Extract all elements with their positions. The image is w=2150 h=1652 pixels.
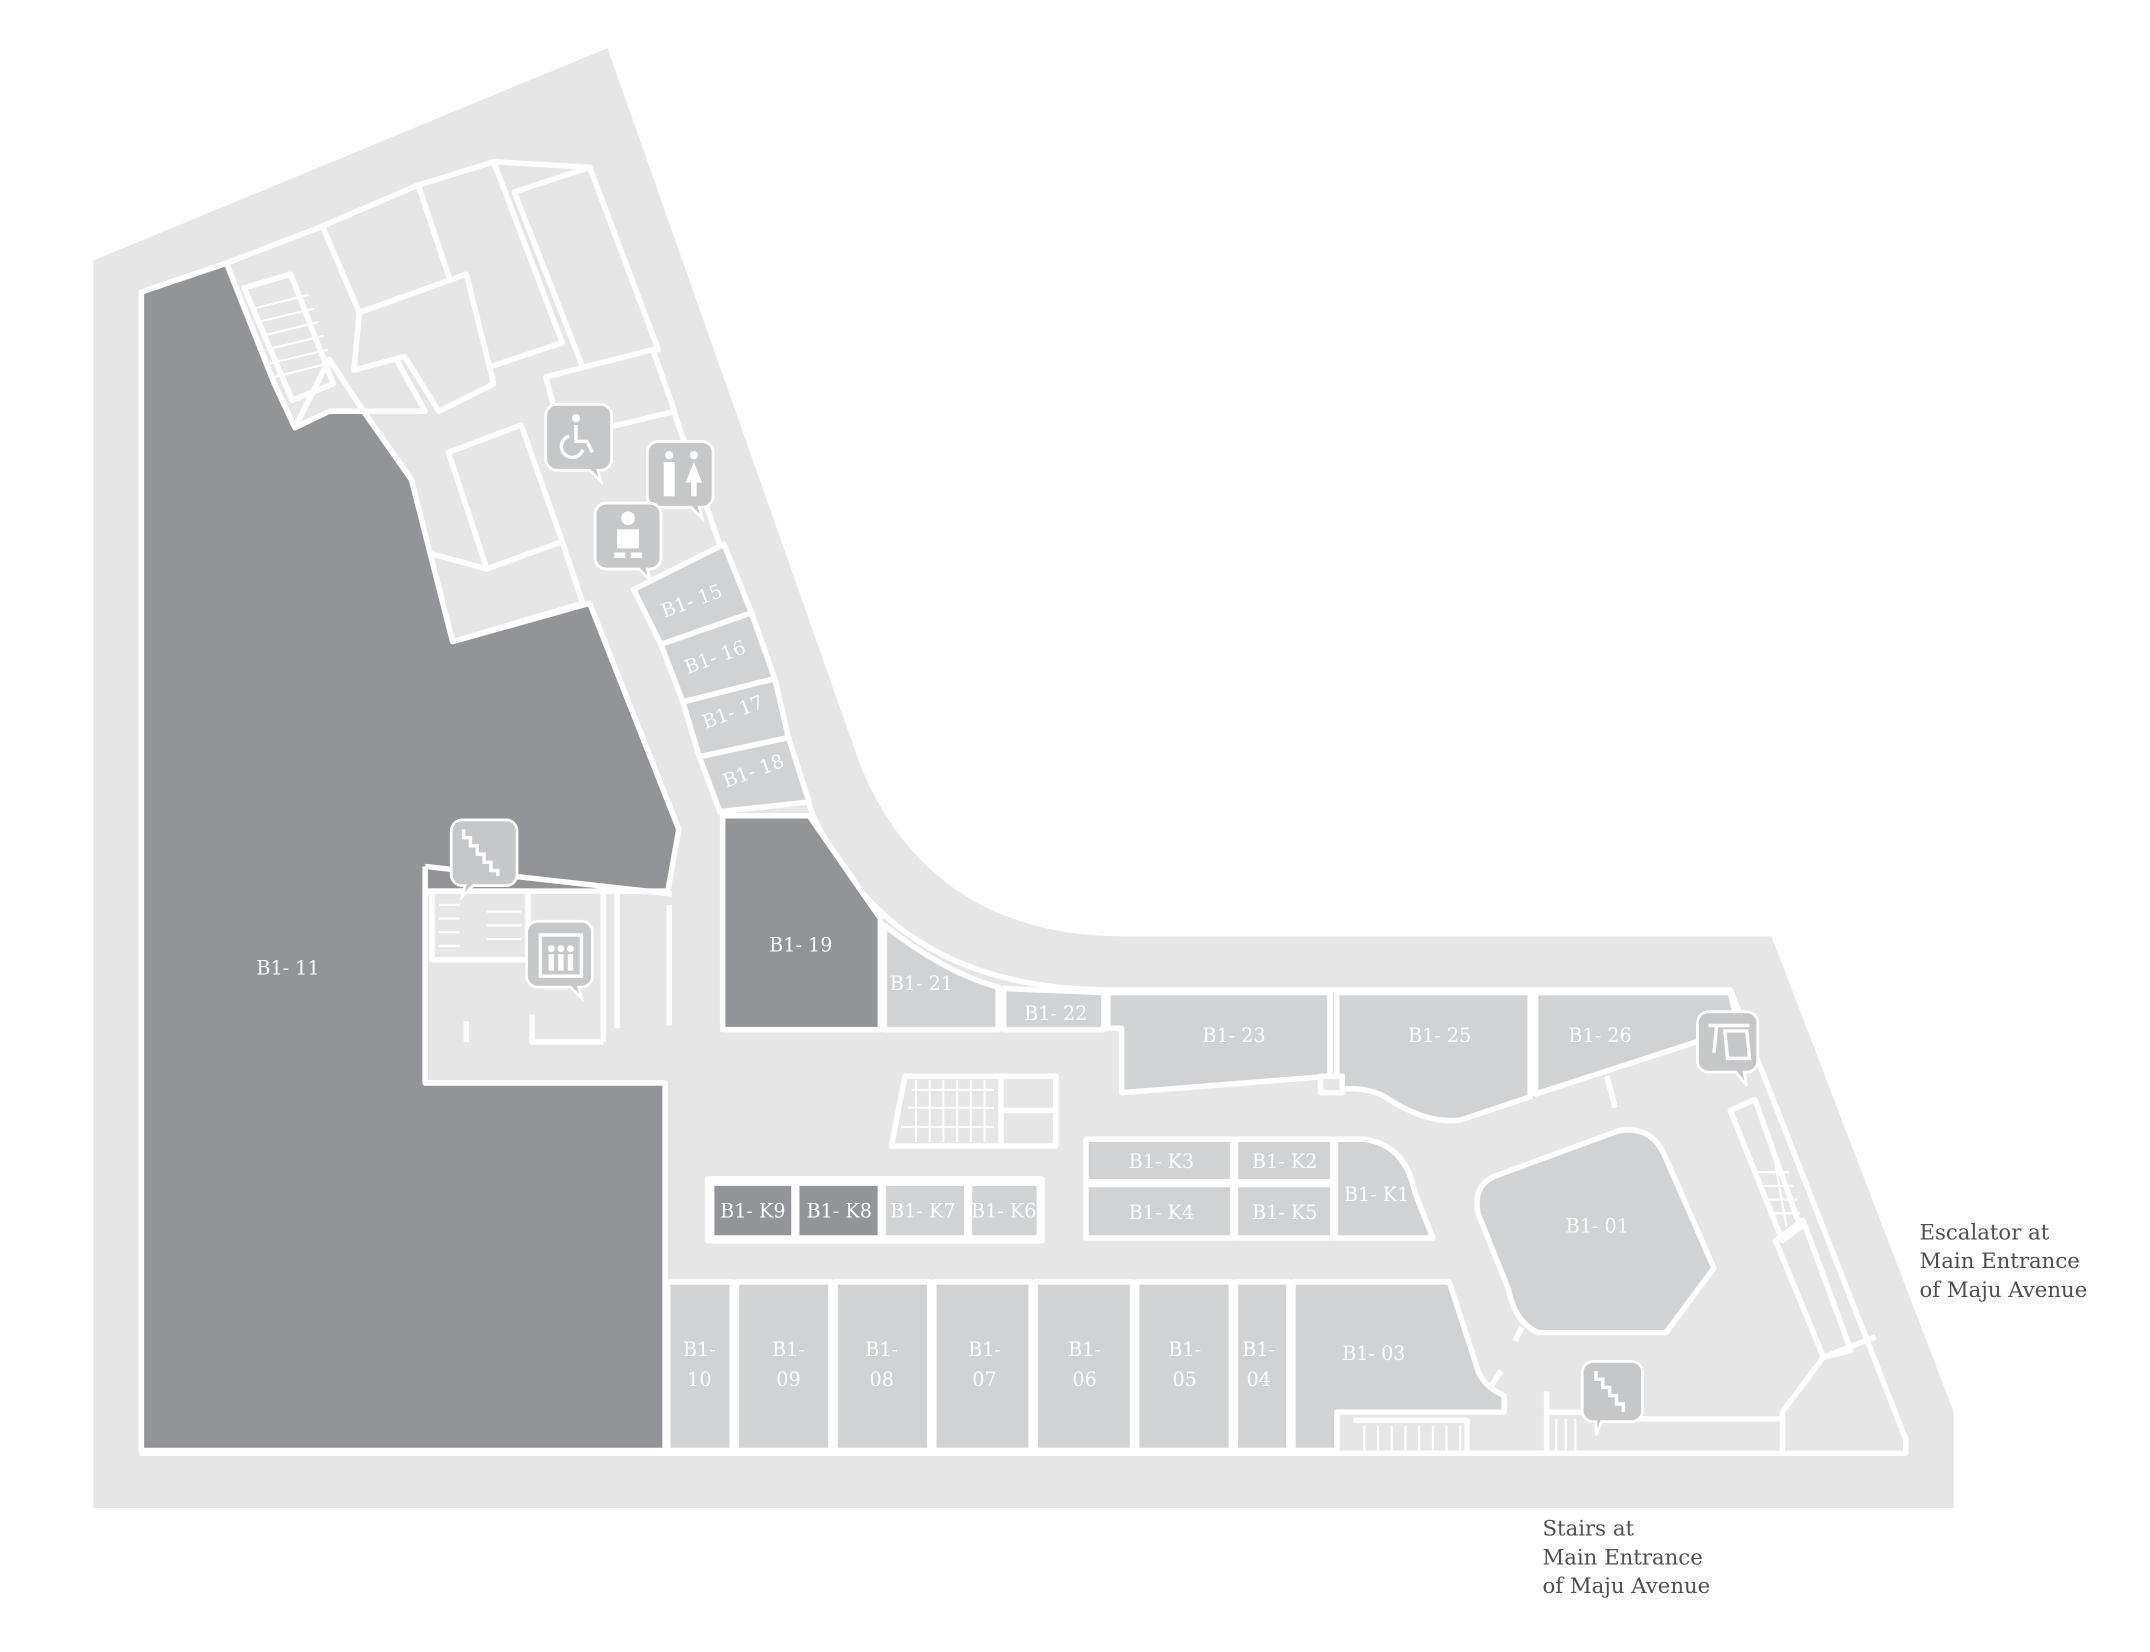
unit-label: 09: [776, 1368, 800, 1391]
unit-b1-09[interactable]: [733, 1279, 834, 1454]
stairs-note: Stairs at Main Entrance of Maju Avenue: [1542, 1516, 1710, 1599]
unit-label: B1- 22: [1024, 1002, 1087, 1025]
unit-label: B1-: [772, 1338, 805, 1361]
unit-b1-04[interactable]: [1232, 1279, 1292, 1454]
unit-b1-05[interactable]: [1133, 1279, 1235, 1454]
unit-label: B1- 25: [1408, 1024, 1471, 1047]
unit-label: B1- 01: [1566, 1214, 1629, 1237]
unit-b1-03[interactable]: [1290, 1279, 1507, 1454]
unit-label: B1-: [865, 1338, 898, 1361]
unit-b1-11[interactable]: [138, 260, 682, 1454]
lift-icon[interactable]: [525, 919, 594, 1003]
unit-label: B1-: [1242, 1338, 1275, 1361]
column: [1317, 1073, 1346, 1096]
unit-label: B1- K8: [806, 1199, 871, 1222]
kiosk-b1-k9[interactable]: [708, 1180, 797, 1241]
unit-label: 06: [1072, 1368, 1096, 1391]
unit-b1-01[interactable]: [1474, 1127, 1717, 1336]
note-line: of Maju Avenue: [1920, 1278, 2088, 1303]
wheelchair-icon[interactable]: [544, 403, 613, 486]
kiosk-b1-k6[interactable]: [966, 1180, 1043, 1241]
atm-icon[interactable]: [1696, 1010, 1760, 1087]
restroom-icon[interactable]: [645, 440, 715, 523]
unit-b1-19[interactable]: [719, 812, 884, 1033]
unit-label: B1- 26: [1568, 1024, 1631, 1047]
unit-b1-10[interactable]: [665, 1279, 736, 1454]
unit-label: B1- 19: [769, 933, 832, 956]
unit-b1-08[interactable]: [832, 1279, 933, 1454]
unit-label: B1-: [683, 1338, 716, 1361]
unit-label: B1-: [1168, 1338, 1201, 1361]
unit-label: B1- 03: [1342, 1342, 1405, 1365]
unit-label: B1-: [968, 1338, 1001, 1361]
unit-label: 07: [972, 1368, 996, 1391]
unit-label: 10: [687, 1368, 711, 1391]
note-line: Stairs at: [1542, 1516, 1634, 1541]
unit-label: B1- 11: [256, 957, 319, 980]
unit-label: B1- K7: [890, 1199, 955, 1222]
note-line: Escalator at: [1920, 1220, 2050, 1245]
note-line: Main Entrance: [1920, 1249, 2080, 1274]
baby-change-icon[interactable]: [593, 501, 663, 585]
unit-label: B1- K1: [1344, 1183, 1409, 1206]
escalator-east: [1601, 1096, 1877, 1454]
unit-label: 05: [1172, 1368, 1196, 1391]
kiosk-b1-k7[interactable]: [880, 1180, 970, 1241]
unit-label: B1- K6: [971, 1199, 1036, 1222]
units-15-18: B1- 15 B1- 16 B1- 17 B1- 18: [630, 541, 812, 815]
unit-label: B1- K4: [1129, 1201, 1194, 1224]
stairs-icon[interactable]: [1580, 1359, 1644, 1436]
unit-b1-21[interactable]: [881, 922, 1001, 1033]
kiosk-b1-k5[interactable]: [1232, 1181, 1336, 1241]
note-line: of Maju Avenue: [1542, 1574, 1710, 1599]
unit-b1-07[interactable]: [931, 1279, 1034, 1454]
unit-label: B1- K5: [1252, 1201, 1317, 1224]
doors: [1489, 1075, 1618, 1387]
unit-label: B1- 21: [890, 972, 953, 995]
escalator-note: Escalator at Main Entrance of Maju Avenu…: [1920, 1220, 2088, 1303]
unit-b1-25[interactable]: [1334, 989, 1533, 1124]
unit-label: B1- 23: [1202, 1024, 1265, 1047]
unit-b1-23[interactable]: [1105, 989, 1333, 1096]
note-line: Main Entrance: [1542, 1545, 1702, 1570]
kiosk-b1-k4[interactable]: [1083, 1181, 1236, 1241]
unit-b1-06[interactable]: [1032, 1279, 1136, 1454]
unit-b1-22[interactable]: [1000, 985, 1107, 1033]
unit-label: B1- K2: [1252, 1150, 1317, 1173]
stairs-icon[interactable]: [449, 818, 519, 902]
unit-label: B1- K9: [720, 1199, 785, 1222]
unit-label: B1-: [1068, 1338, 1101, 1361]
unit-label: 08: [869, 1368, 893, 1391]
unit-label: 04: [1246, 1368, 1270, 1391]
unit-label: B1- K3: [1129, 1150, 1194, 1173]
kiosk-b1-k3[interactable]: [1083, 1136, 1236, 1185]
kiosk-b1-k1[interactable]: [1332, 1136, 1436, 1241]
unit-b1-18[interactable]: [696, 734, 812, 815]
escalator: [888, 1073, 1059, 1149]
